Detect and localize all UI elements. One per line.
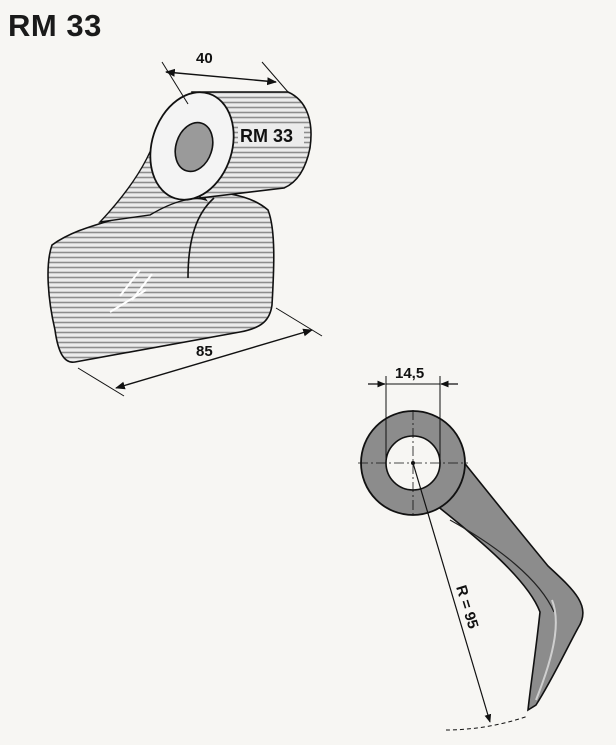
page-title: RM 33 <box>8 8 102 43</box>
iso-hammer <box>47 91 312 363</box>
dimension-width: 40 <box>161 50 289 105</box>
profile-inner-curve <box>449 519 555 613</box>
dim-bore-label: 14,5 <box>395 365 424 382</box>
stamp-label-bg <box>238 124 304 146</box>
profile-edge-highlight <box>535 599 557 701</box>
dim-radius-label: R = 95 <box>452 583 481 631</box>
iso-blade-body <box>47 191 275 363</box>
dimension-length: 85 <box>77 307 323 397</box>
stamp-label: RM 33 <box>240 126 293 146</box>
iso-eye-bore <box>174 121 214 173</box>
iso-scratch-marks <box>109 269 153 313</box>
profile-hammer <box>358 410 584 712</box>
dim-width-label: 40 <box>196 50 213 67</box>
dim-length-label: 85 <box>196 343 213 360</box>
dimension-bore: 14,5 <box>368 365 458 462</box>
iso-blade-curve <box>187 197 215 279</box>
